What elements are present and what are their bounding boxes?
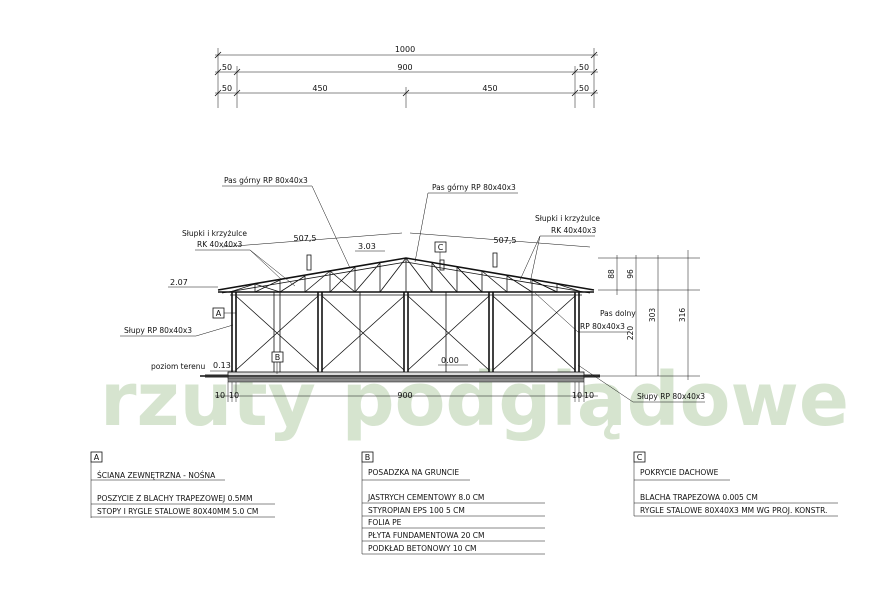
callouts: Pas górny RP 80x40x3 Pas górny RP 80x40x…	[120, 176, 705, 403]
building-elevation: 10 10 900 10 10 88 96 220 303 316 507,5 …	[168, 232, 700, 402]
dim-right-96: 96	[626, 269, 635, 279]
label-pas-gorny-2: Pas górny RP 80x40x3	[432, 183, 516, 192]
level-floor: 0.00	[441, 356, 459, 365]
legend-b-line-1: JASTRYCH CEMENTOWY 8.0 CM	[367, 493, 484, 502]
legend-c-title: POKRYCIE DACHOWE	[640, 468, 719, 477]
label-slupki-left-1: Słupki i krzyżulce	[182, 229, 247, 238]
dim-row2-right: 50	[579, 63, 589, 72]
label-pas-dolny-1: Pas dolny	[600, 309, 636, 318]
level-ridge: 3.03	[358, 242, 376, 251]
dim-roof-left: 507,5	[294, 234, 317, 243]
label-pas-gorny-1: Pas górny RP 80x40x3	[224, 176, 308, 185]
dim-row3-right: 50	[579, 84, 589, 93]
label-slupki-left-2: RK 40x40x3	[197, 240, 242, 249]
legend-c-line-2: RYGLE STALOWE 80X40X3 MM WG PROJ. KONSTR…	[640, 506, 827, 515]
dim-row2-middle: 900	[397, 63, 412, 72]
legend-b-line-4: PŁYTA FUNDAMENTOWA 20 CM	[368, 531, 484, 540]
label-slupy-right: Słupy RP 80x40x3	[637, 392, 705, 401]
label-pas-dolny-2: RP 80x40x3	[580, 322, 625, 331]
legend-c: C POKRYCIE DACHOWE BLACHA TRAPEZOWA 0.00…	[633, 451, 838, 517]
dim-right-303: 303	[648, 308, 657, 323]
legend-c-tag: C	[637, 453, 643, 462]
legend-b-line-5: PODKŁAD BETONOWY 10 CM	[368, 544, 477, 553]
watermark: rzuty podglądowe	[100, 357, 849, 443]
dim-overall: 1000	[395, 45, 415, 54]
dim-row3-b: 450	[482, 84, 497, 93]
label-slupy-left: Słupy RP 80x40x3	[124, 326, 192, 335]
legend-a-title: ŚCIANA ZEWNĘTRZNA - NOŚNA	[97, 471, 216, 480]
legend-c-line-1: BLACHA TRAPEZOWA 0.005 CM	[640, 493, 758, 502]
dim-right-316: 316	[678, 308, 687, 323]
level-ground: 0.13	[213, 361, 231, 370]
label-poziom-terenu: poziom terenu	[151, 362, 205, 371]
top-dimensions: 1000 50 900 50 50 450 450 50	[214, 45, 598, 108]
legend-b: B POSADZKA NA GRUNCIE JASTRYCH CEMENTOWY…	[361, 451, 545, 555]
dim-row3-a: 450	[312, 84, 327, 93]
legend-a-line-2: STOPY I RYGLE STALOWE 80X40MM 5.0 CM	[97, 507, 258, 516]
dim-roof-right: 507,5	[494, 236, 517, 245]
dim-right-88: 88	[607, 269, 616, 279]
dim-bottom-left2: 10	[229, 391, 239, 400]
label-slupki-right-1: Słupki i krzyżulce	[535, 214, 600, 223]
dim-right-220: 220	[626, 326, 635, 341]
legend-b-tag: B	[365, 453, 371, 462]
legend-b-line-2: STYROPIAN EPS 100 5 CM	[368, 506, 465, 515]
legend-a-tag: A	[94, 453, 100, 462]
dim-bottom-left: 10	[215, 391, 225, 400]
label-slupki-right-2: RK 40x40x3	[551, 226, 596, 235]
dim-bottom-right: 10	[572, 391, 582, 400]
dim-bottom-span: 900	[397, 391, 412, 400]
marker-a: A	[216, 309, 222, 318]
level-eaves: 2.07	[170, 278, 188, 287]
legend-a-line-1: POSZYCIE Z BLACHY TRAPEZOWEJ 0.5MM	[97, 494, 252, 503]
legend-b-title: POSADZKA NA GRUNCIE	[368, 468, 459, 477]
dim-row3-left: 50	[222, 84, 232, 93]
legend-a: A ŚCIANA ZEWNĘTRZNA - NOŚNA POSZYCIE Z B…	[90, 451, 275, 518]
dim-bottom-right2: 10	[584, 391, 594, 400]
marker-b: B	[275, 353, 281, 362]
marker-c: C	[438, 243, 444, 252]
legend-b-line-3: FOLIA PE	[368, 518, 402, 527]
dim-row2-left: 50	[222, 63, 232, 72]
